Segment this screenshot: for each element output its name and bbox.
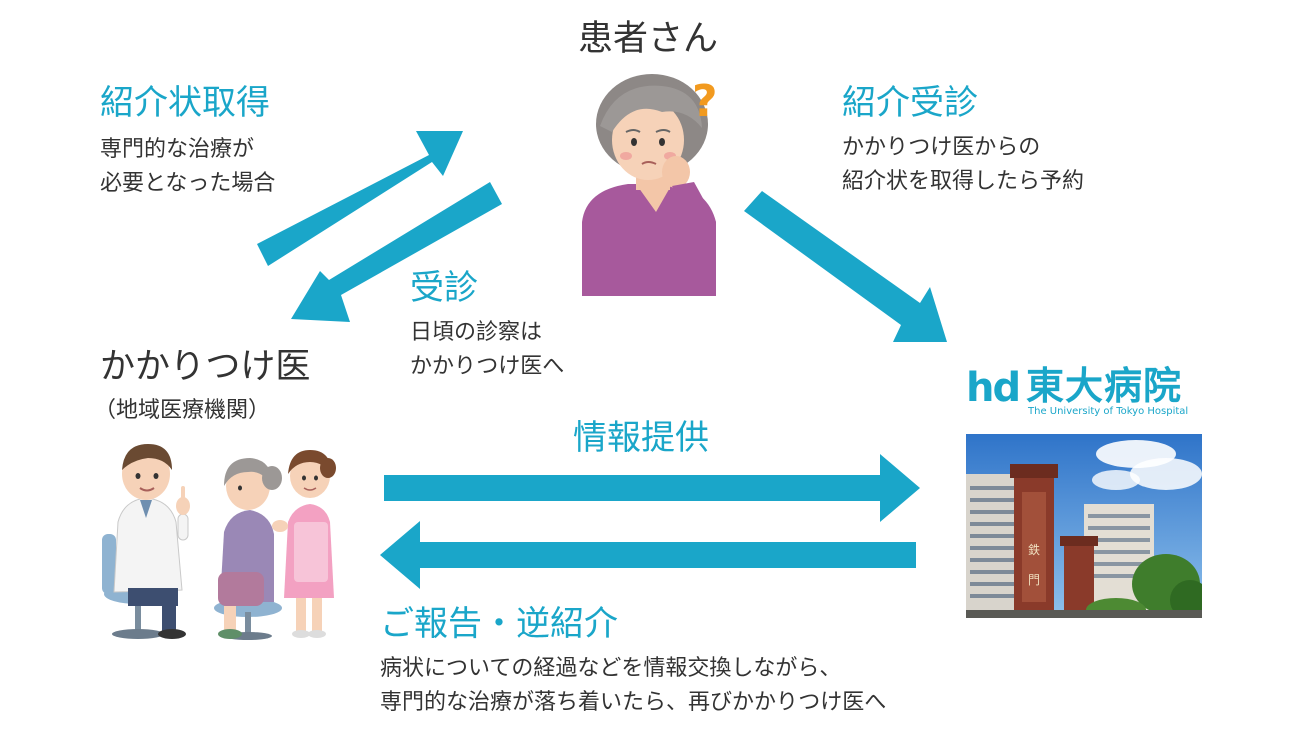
hospital-name-en: The University of Tokyo Hospital bbox=[1028, 406, 1189, 417]
arrow-to-hospital bbox=[744, 191, 947, 342]
svg-text:鉄: 鉄 bbox=[1028, 542, 1040, 557]
family-doctor-subtitle: （地域医療機関） bbox=[94, 398, 271, 423]
family-doctor-title: かかりつけ医 bbox=[100, 347, 311, 387]
referral-letter-line: 専門的な治療が bbox=[100, 137, 255, 162]
svg-text:?: ? bbox=[692, 76, 718, 127]
svg-text:門: 門 bbox=[1028, 573, 1040, 587]
arrow-info-provide bbox=[384, 454, 920, 522]
referral-letter-description: 専門的な治療が 必要となった場合 bbox=[100, 133, 275, 201]
arrow-to-patient bbox=[257, 131, 463, 266]
hospital-name: 東大病院 bbox=[1026, 364, 1183, 408]
hospital-gate-photo: 鉄 門 bbox=[966, 434, 1202, 618]
referral-letter-line: 必要となった場合 bbox=[100, 171, 276, 196]
patient-thinking-illustration: ? bbox=[576, 72, 736, 296]
info-provide-heading: 情報提供 bbox=[573, 418, 709, 458]
report-back-line: 専門的な治療が落ち着いたら、再びかかりつけ医へ bbox=[380, 690, 887, 715]
consultation-line: 日頃の診察は bbox=[410, 320, 543, 345]
consultation-description: 日頃の診察は かかりつけ医へ bbox=[410, 316, 564, 384]
report-back-description: 病状についての経過などを情報交換しながら、 専門的な治療が落ち着いたら、再びかか… bbox=[380, 652, 886, 720]
patient-title: 患者さん bbox=[578, 19, 719, 59]
referral-visit-heading: 紹介受診 bbox=[842, 83, 978, 123]
consultation-heading: 受診 bbox=[410, 268, 478, 308]
hospital-logo: hd 東大病院 The University of Tokyo Hospital bbox=[966, 364, 1206, 417]
arrow-report-back bbox=[380, 521, 916, 589]
doctor-nurse-patient-illustration bbox=[98, 422, 338, 644]
hospital-logo-mark: hd bbox=[966, 365, 1021, 411]
referral-visit-description: かかりつけ医からの 紹介状を取得したら予約 bbox=[842, 131, 1084, 199]
referral-letter-heading: 紹介状取得 bbox=[100, 83, 270, 123]
report-back-heading: ご報告・逆紹介 bbox=[380, 604, 618, 644]
report-back-line: 病状についての経過などを情報交換しながら、 bbox=[380, 656, 842, 681]
referral-visit-line: かかりつけ医からの bbox=[842, 135, 1041, 160]
consultation-line: かかりつけ医へ bbox=[410, 354, 565, 379]
arrow-to-family-doctor bbox=[291, 182, 502, 322]
referral-visit-line: 紹介状を取得したら予約 bbox=[842, 169, 1085, 194]
